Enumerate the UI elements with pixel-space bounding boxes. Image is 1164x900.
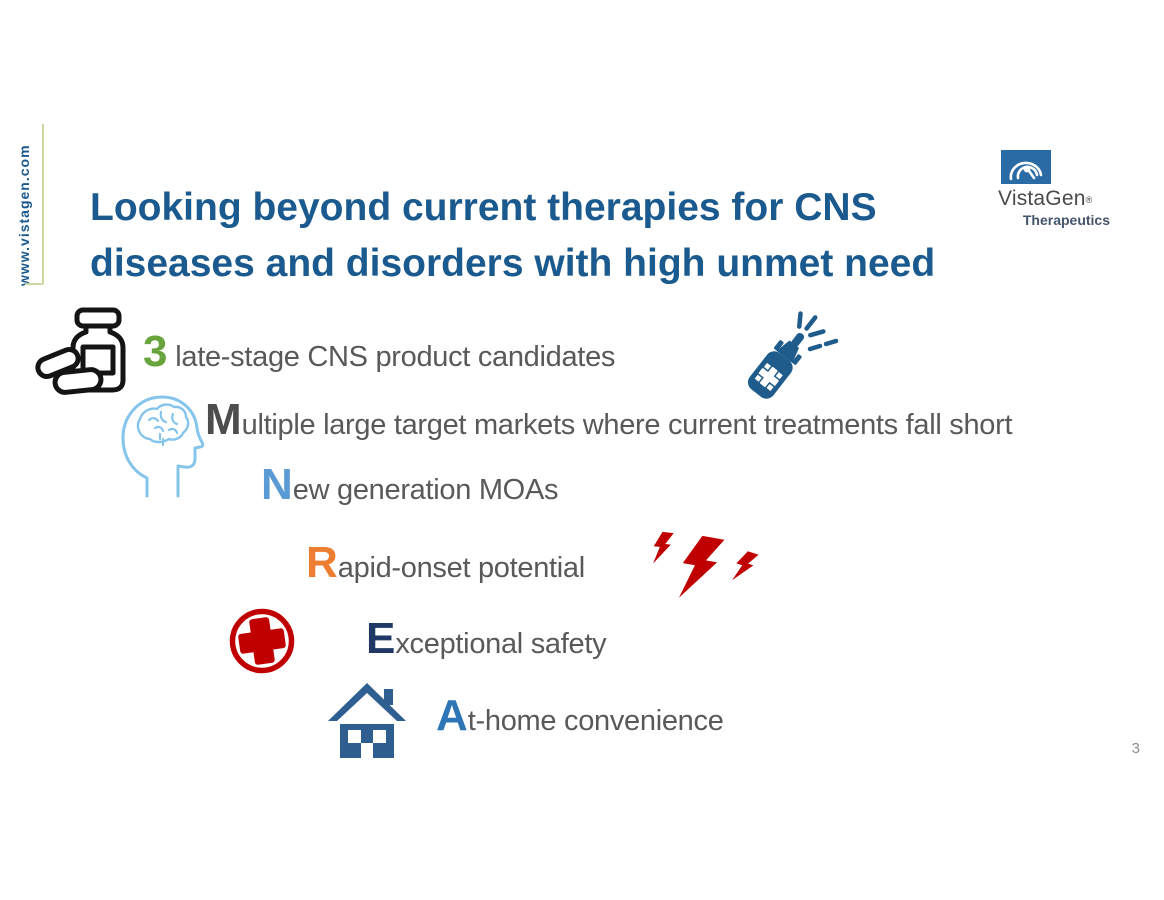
item-at-home-convenience: At-home convenience (436, 694, 724, 738)
item-text: ew generation MOAs (292, 474, 559, 506)
slide-title-line2: diseases and disorders with high unmet n… (90, 242, 936, 285)
logo-name: VistaGen® (998, 187, 1114, 211)
item-text: late-stage CNS product candidates (167, 341, 616, 373)
item-text: apid-onset potential (337, 552, 585, 584)
item-exceptional-safety: Exceptional safety (366, 614, 607, 663)
item-lead-letter: R (306, 538, 338, 587)
vistagen-logo: VistaGen® Therapeutics (998, 150, 1114, 228)
slide-title: Looking beyond current therapies for CNS… (90, 180, 950, 292)
item-text: t-home convenience (467, 705, 724, 737)
website-url-vertical: www.vistagen.com (16, 144, 32, 286)
vistagen-logo-icon (1001, 150, 1051, 184)
item-lead-letter: M (205, 395, 242, 444)
logo-name-text: VistaGen (998, 187, 1086, 210)
item-lead-letter: A (436, 691, 468, 740)
item-lead-letter: N (261, 460, 293, 509)
head-brain-icon (121, 395, 204, 498)
logo-subtitle: Therapeutics (1022, 212, 1110, 228)
accent-rule-vertical (42, 124, 44, 284)
accent-rule-horizontal (25, 283, 43, 285)
lightning-bolts-icon (653, 531, 759, 598)
item-late-stage-candidates: 3 late-stage CNS product candidates (143, 330, 615, 374)
medical-cross-icon (229, 608, 295, 674)
house-icon (328, 683, 406, 758)
pill-bottle-icon (35, 307, 126, 395)
nasal-spray-icon (747, 311, 839, 399)
item-multiple-markets: Multiple large target markets where curr… (205, 395, 1013, 444)
item-text: xceptional safety (395, 628, 607, 660)
page-number: 3 (1131, 740, 1140, 757)
slide-title-line1: Looking beyond current therapies for CNS (90, 186, 877, 229)
item-rapid-onset: Rapid-onset potential (306, 541, 585, 585)
item-text: ultiple large target markets where curre… (241, 409, 1013, 441)
item-new-generation-moas: New generation MOAs (261, 463, 558, 507)
item-lead-letter: 3 (143, 327, 168, 376)
item-lead-letter: E (366, 614, 396, 663)
registered-mark: ® (1085, 195, 1093, 205)
